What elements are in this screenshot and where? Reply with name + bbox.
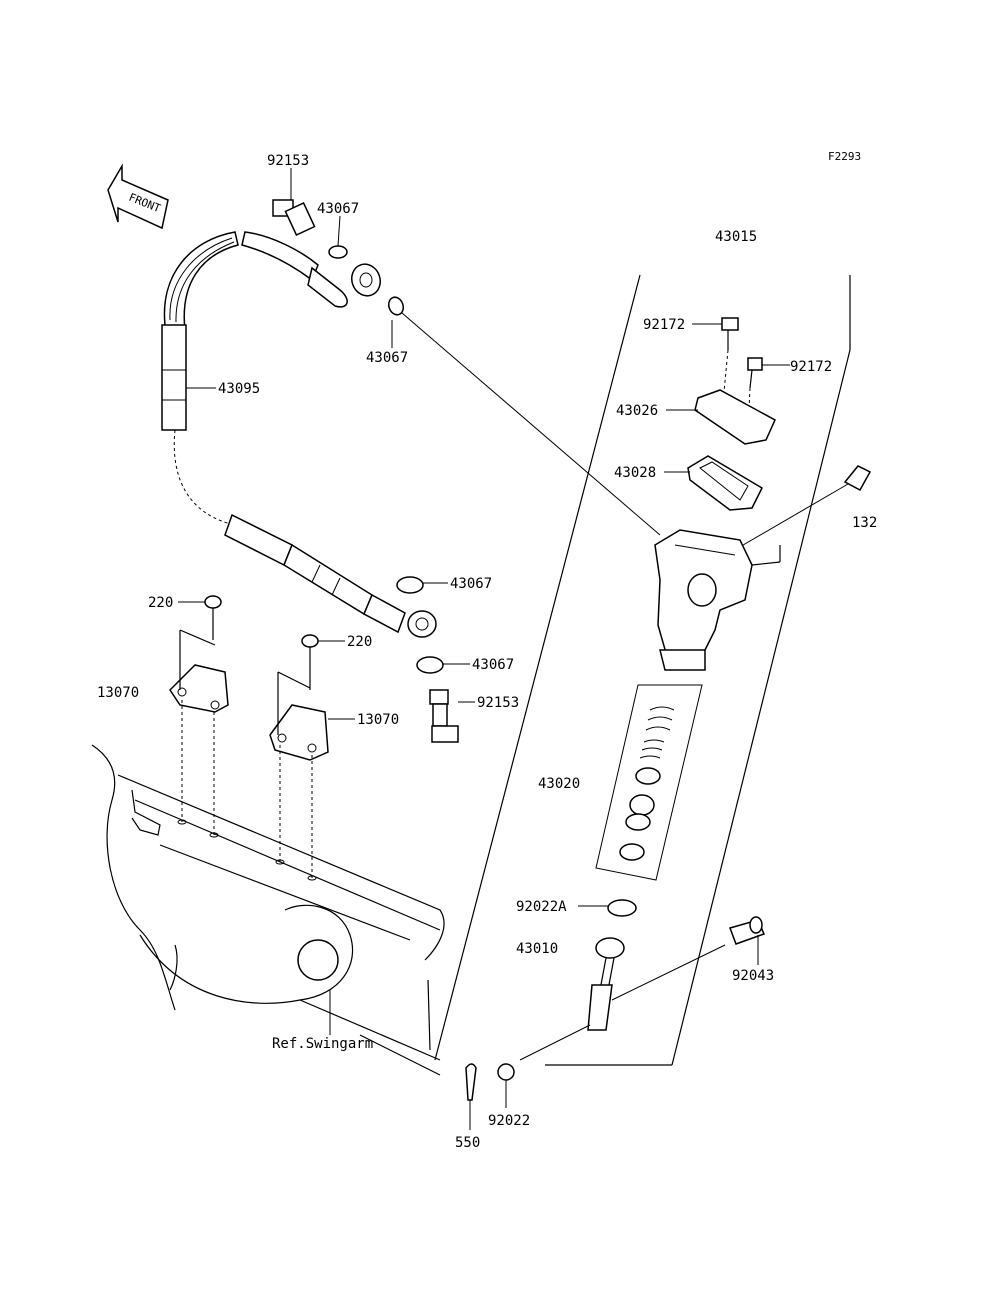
- bolt-92153-top: [272, 199, 316, 237]
- washer-43067-a: [328, 245, 348, 259]
- label-13070-b: 13070: [357, 712, 399, 728]
- label-92153-top: 92153: [267, 153, 309, 169]
- washer-92022: [497, 1063, 515, 1081]
- swingarm-outline: [91, 744, 445, 1076]
- assembly-bracket: [434, 274, 851, 1066]
- washer-43067-b: [387, 296, 405, 316]
- label-43067-b: 43067: [366, 350, 408, 366]
- label-ref-swingarm: Ref.Swingarm: [272, 1036, 373, 1052]
- label-92043: 92043: [732, 968, 774, 984]
- screw-92172-b: [747, 357, 763, 433]
- bolt-132: [737, 465, 872, 549]
- label-43015: 43015: [715, 229, 757, 245]
- bolt-92153-bottom: [429, 689, 459, 743]
- piston-kit-43020: [595, 684, 703, 881]
- cotter-pin-550: [465, 1063, 477, 1101]
- pin-92043: [729, 916, 766, 945]
- diaphragm-43028: [687, 455, 763, 511]
- screw-92172-a: [721, 317, 739, 393]
- reservoir-cap-43026: [694, 389, 776, 445]
- push-rod-43010: [519, 937, 726, 1061]
- label-92172-a: 92172: [643, 317, 685, 333]
- leader-lines: [178, 168, 790, 965]
- bracket-13070-b: [269, 671, 329, 761]
- screw-220-b: [301, 634, 319, 690]
- washer-43067-c: [396, 576, 424, 594]
- hose-upper: [163, 231, 381, 331]
- label-43026: 43026: [616, 403, 658, 419]
- hose-43095: [161, 324, 437, 638]
- label-43067-d: 43067: [472, 657, 514, 673]
- master-cylinder-body: [654, 529, 781, 671]
- label-43067-a: 43067: [317, 201, 359, 217]
- label-92022: 92022: [488, 1113, 530, 1129]
- label-220-b: 220: [347, 634, 372, 650]
- front-arrow-icon: FRONT: [107, 163, 169, 230]
- label-43067-c: 43067: [450, 576, 492, 592]
- label-43020: 43020: [538, 776, 580, 792]
- label-220-a: 220: [148, 595, 173, 611]
- label-132: 132: [852, 515, 877, 531]
- label-92172-b: 92172: [790, 359, 832, 375]
- label-43010: 43010: [516, 941, 558, 957]
- label-550: 550: [455, 1135, 480, 1151]
- label-13070-a: 13070: [97, 685, 139, 701]
- figure-code: F2293: [828, 150, 861, 163]
- label-92022A: 92022A: [516, 899, 567, 915]
- washer-43067-d: [416, 656, 444, 674]
- screw-220-a: [204, 595, 222, 640]
- label-43028: 43028: [614, 465, 656, 481]
- circlip-92022A: [607, 899, 637, 917]
- bracket-13070-a: [169, 629, 229, 713]
- label-92153-bottom: 92153: [477, 695, 519, 711]
- label-43095: 43095: [218, 381, 260, 397]
